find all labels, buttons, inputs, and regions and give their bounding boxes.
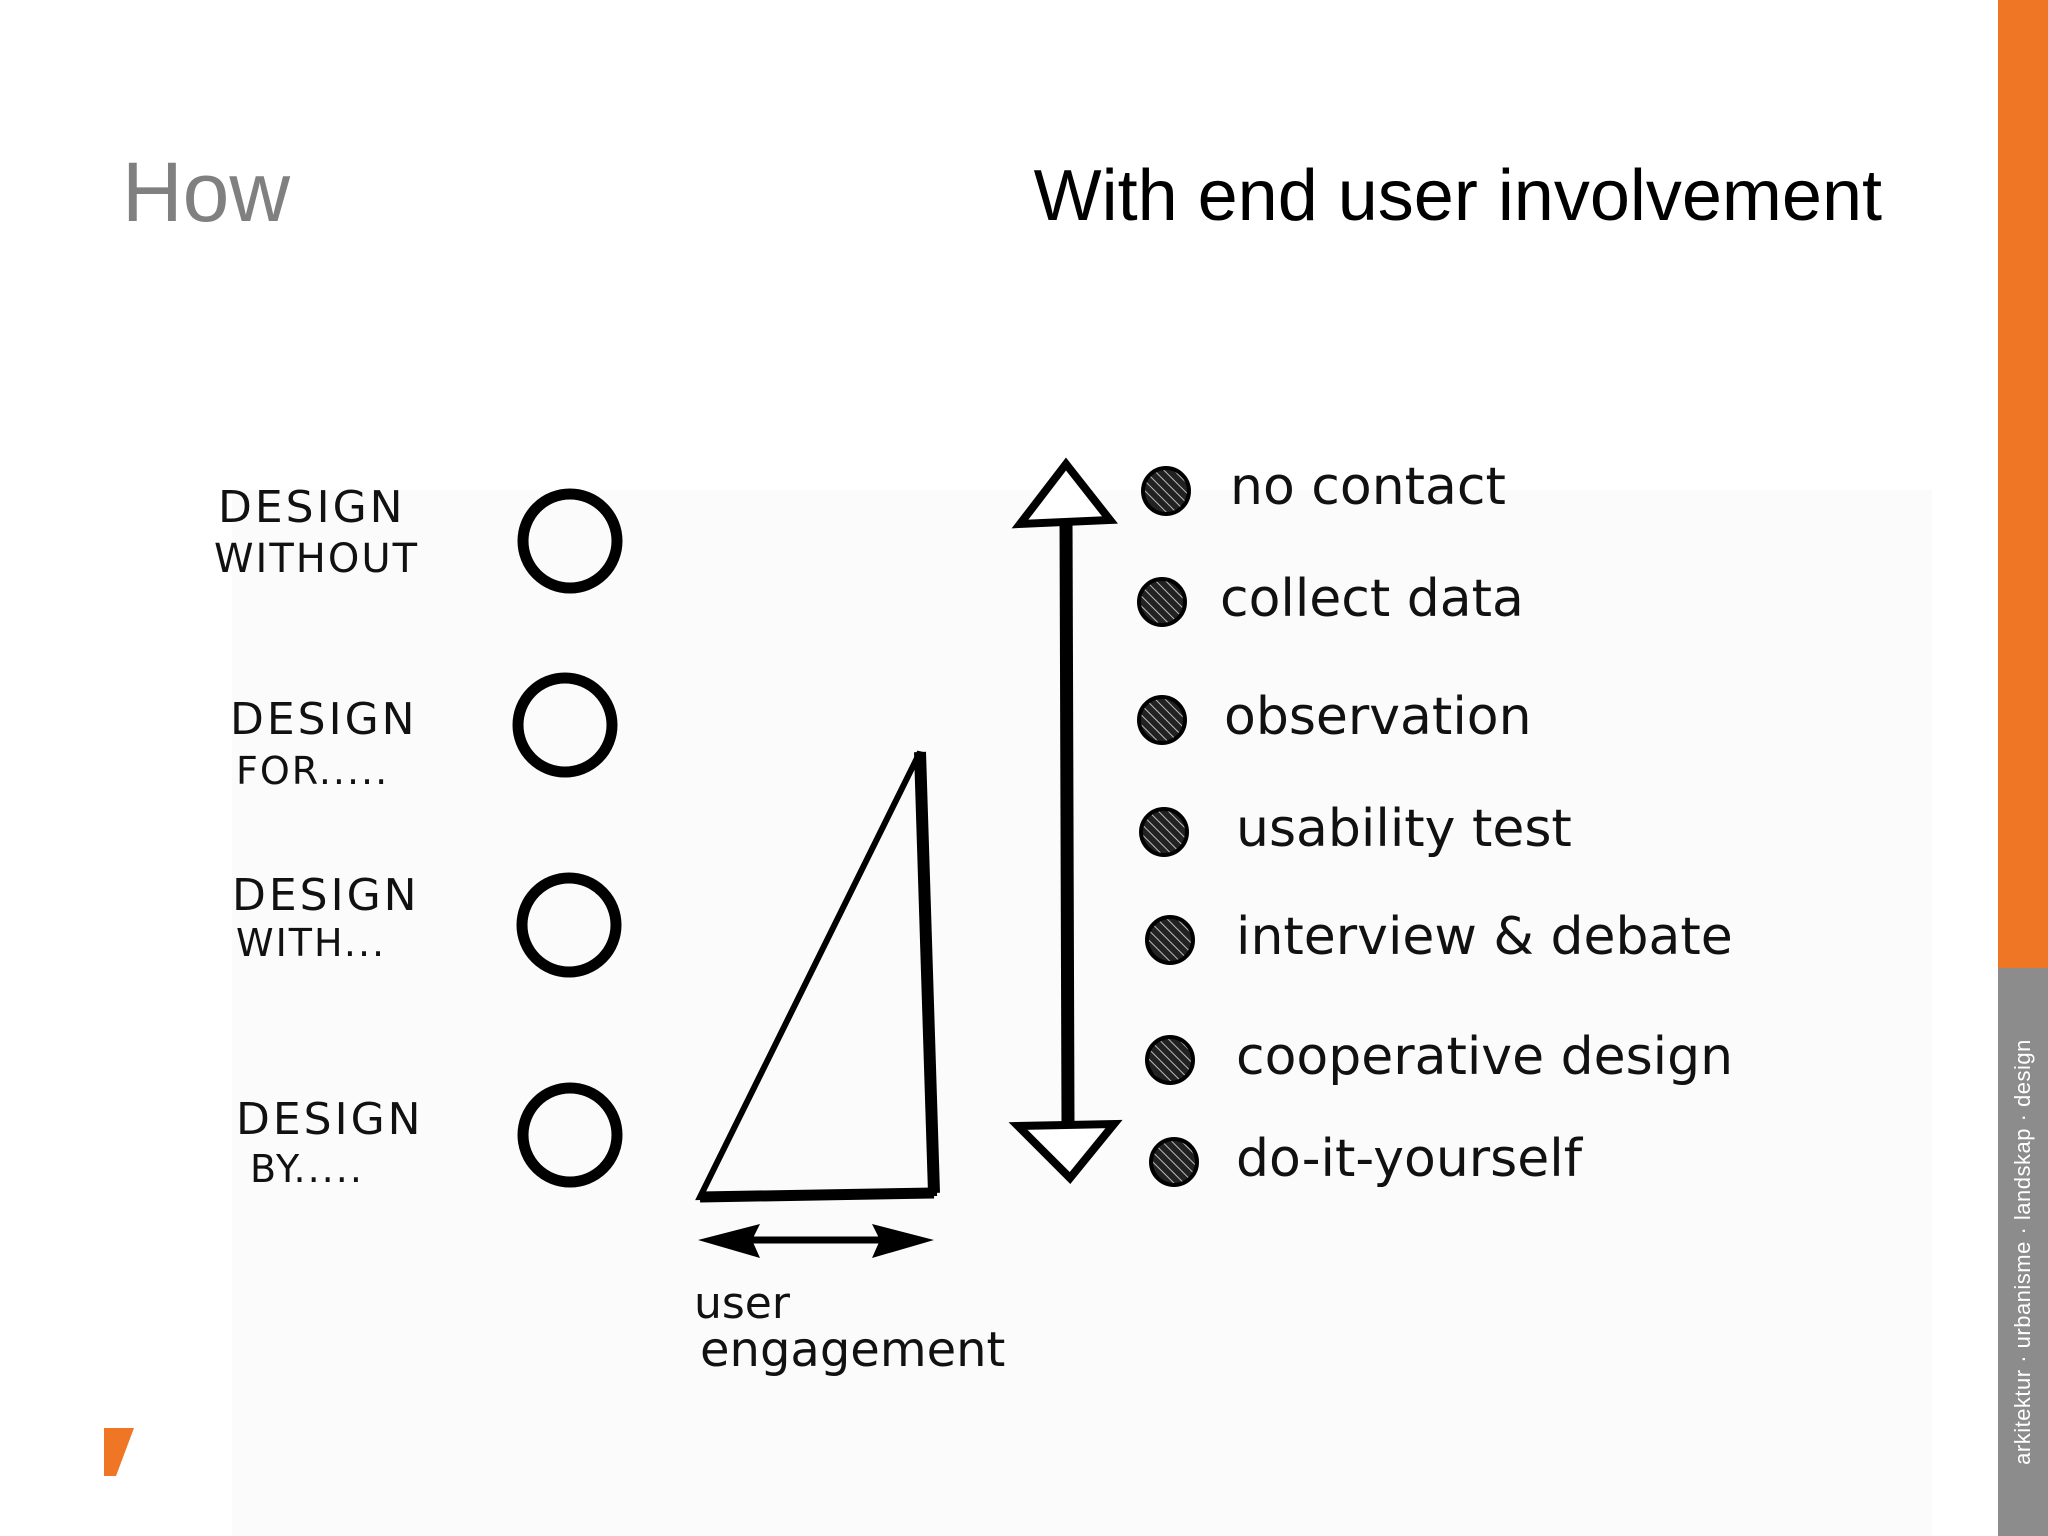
level-circle bbox=[517, 1082, 623, 1188]
level-label-line2: BY..... bbox=[250, 1147, 364, 1191]
hatched-bullet-icon bbox=[1145, 1035, 1195, 1085]
sidebar-gray-bar bbox=[1998, 968, 2048, 1536]
involvement-scale-arrow bbox=[1008, 457, 1123, 1184]
method-label: interview & debate bbox=[1236, 907, 1733, 967]
method-item: interview & debate bbox=[1145, 907, 1733, 967]
method-item: observation bbox=[1137, 687, 1532, 747]
method-item: no contact bbox=[1141, 457, 1506, 517]
level-label-line2: FOR..... bbox=[236, 749, 389, 793]
level-circle bbox=[517, 488, 623, 594]
level-label-line2: WITHOUT bbox=[214, 536, 419, 582]
level-circle bbox=[516, 872, 622, 978]
level-label-line1: DESIGN bbox=[232, 870, 420, 921]
engagement-label-line2: engagement bbox=[700, 1322, 1005, 1378]
sidebar-accent-bar bbox=[1998, 0, 2048, 968]
method-item: usability test bbox=[1139, 799, 1572, 859]
method-label: do-it-yourself bbox=[1236, 1129, 1584, 1189]
engagement-triangle bbox=[695, 750, 940, 1203]
sidebar-tagline: arkitektur · urbanisme · landskap · desi… bbox=[2010, 1039, 2035, 1465]
level-design-with: DESIGN WITH... bbox=[232, 870, 622, 978]
method-list: no contact collect data observation usab… bbox=[1137, 457, 1733, 1189]
hatched-bullet-icon bbox=[1145, 915, 1195, 965]
brand-logo-icon bbox=[104, 1428, 134, 1476]
level-circle bbox=[512, 672, 618, 778]
hatched-bullet-icon bbox=[1139, 807, 1189, 857]
participation-diagram: DESIGN WITHOUT DESIGN FOR..... DESIGN WI… bbox=[214, 457, 1733, 1378]
level-label-line2: WITH... bbox=[236, 921, 386, 965]
level-label-line1: DESIGN bbox=[218, 482, 406, 533]
level-design-without: DESIGN WITHOUT bbox=[214, 482, 623, 594]
level-design-for: DESIGN FOR..... bbox=[230, 672, 618, 793]
engagement-label-line1: user bbox=[694, 1278, 791, 1329]
level-label-line1: DESIGN bbox=[230, 694, 418, 745]
method-label: cooperative design bbox=[1236, 1027, 1733, 1087]
method-label: no contact bbox=[1230, 457, 1506, 517]
method-label: collect data bbox=[1220, 569, 1524, 629]
method-label: usability test bbox=[1236, 799, 1572, 859]
method-item: collect data bbox=[1137, 569, 1524, 629]
hatched-bullet-icon bbox=[1149, 1137, 1199, 1187]
method-label: observation bbox=[1224, 687, 1532, 747]
engagement-arrow bbox=[698, 1224, 934, 1258]
level-design-by: DESIGN BY..... bbox=[236, 1082, 623, 1191]
diagram-background bbox=[232, 490, 1932, 1536]
method-item: cooperative design bbox=[1145, 1027, 1733, 1087]
method-item: do-it-yourself bbox=[1149, 1129, 1584, 1189]
hatched-bullet-icon bbox=[1141, 466, 1191, 516]
hatched-bullet-icon bbox=[1137, 577, 1187, 627]
level-label-line1: DESIGN bbox=[236, 1094, 424, 1145]
section-title: How bbox=[122, 145, 291, 239]
slide-title: With end user involvement bbox=[1033, 156, 1882, 236]
hatched-bullet-icon bbox=[1137, 695, 1187, 745]
